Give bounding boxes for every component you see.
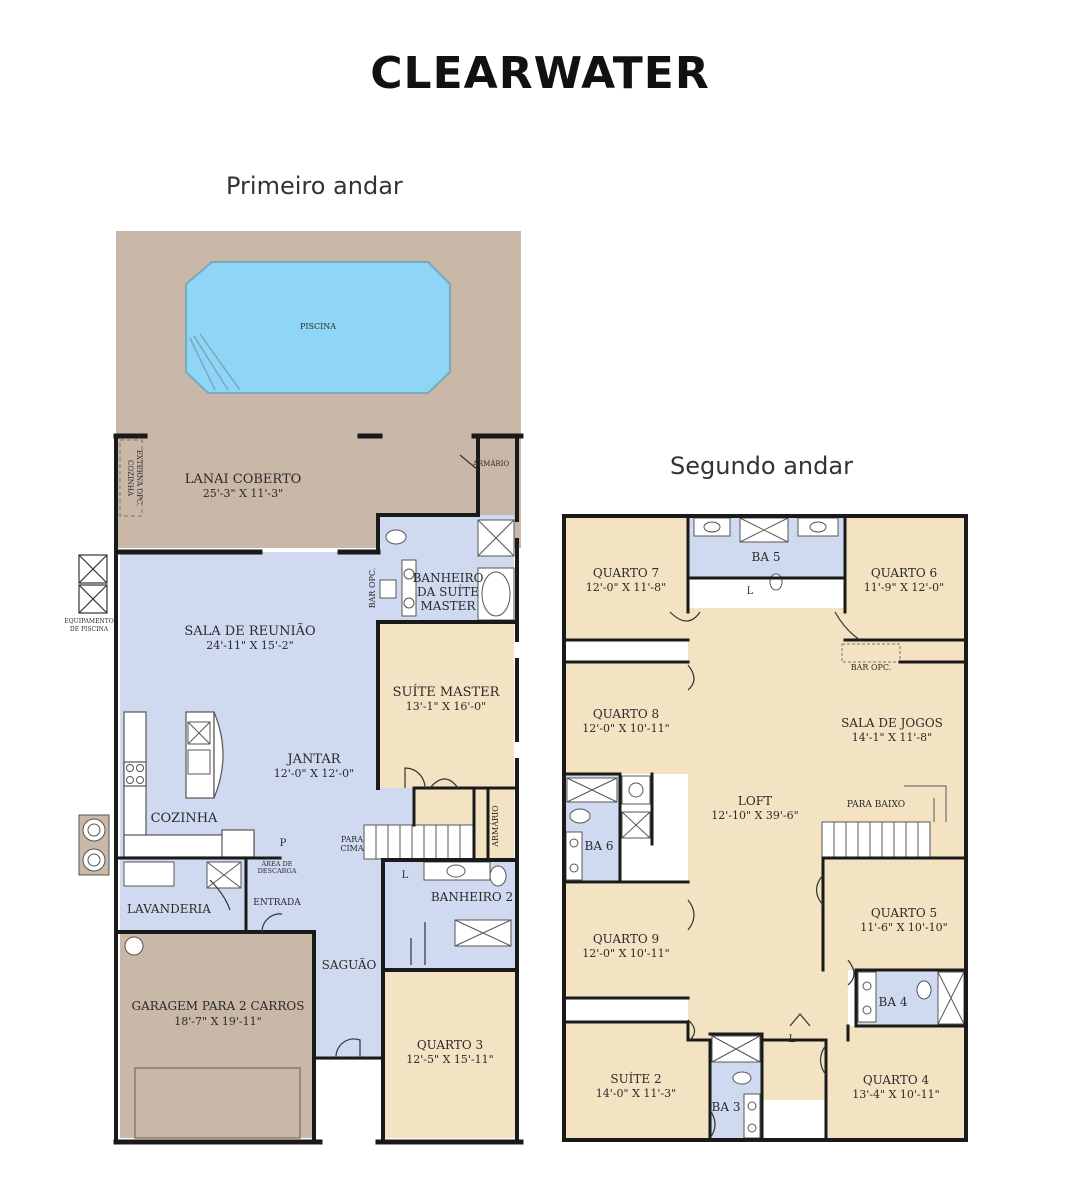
bedroom3-label: QUARTO 3 <box>417 1038 483 1052</box>
bath3-label: BA 3 <box>712 1100 741 1114</box>
dining-label: JANTAR <box>285 752 341 767</box>
lanai-dims: 25'-3" X 11'-3" <box>203 487 283 500</box>
bedroom7-dims: 12'-0" X 11'-8" <box>586 581 666 594</box>
pantry-label: P <box>280 838 287 849</box>
suite2-label: SUÍTE 2 <box>610 1071 661 1086</box>
kitchen-fixtures <box>126 721 211 784</box>
first-floor-walls <box>113 433 524 1145</box>
stairs-down-label: PARA BAIXO <box>847 800 905 810</box>
loft-label: LOFT <box>738 794 772 808</box>
linen2-label: L <box>789 1034 796 1045</box>
great-room-label: SALA DE REUNIÃO <box>184 623 315 639</box>
bedroom3-floor <box>385 970 515 1138</box>
second-floor-doors <box>669 611 861 1139</box>
first-floor-stairs <box>363 824 475 860</box>
suite2-dims: 14'-0" X 11'-3" <box>596 1087 676 1100</box>
second-floor-title: Segundo andar <box>670 452 853 480</box>
bedroom9-floor <box>564 884 688 998</box>
bedroom7-label: QUARTO 7 <box>593 566 659 580</box>
bath5-label: BA 5 <box>752 550 781 564</box>
pool-equipment <box>78 554 108 614</box>
outdoor-kitchen-area <box>119 439 143 517</box>
dining-dims: 12'-0" X 12'-0" <box>274 767 354 780</box>
bedroom6-dims: 11'-9" X 12'-0" <box>864 581 944 594</box>
bedroom8-label: QUARTO 8 <box>593 707 659 721</box>
outdoor-kitchen-label: COZINHA <box>126 460 134 497</box>
linen5-label: L <box>747 586 754 597</box>
bedroom9-label: QUARTO 9 <box>593 932 659 946</box>
foyer-label: SAGUÃO <box>322 957 377 972</box>
second-floor-walls <box>562 514 968 1142</box>
bedroom6-label: QUARTO 6 <box>871 566 937 580</box>
garage-label: GARAGEM PARA 2 CARROS <box>132 999 305 1013</box>
pool-label: PISCINA <box>300 322 336 331</box>
suite2-floor <box>564 1022 710 1140</box>
pool <box>185 261 451 394</box>
closet-label: ARMÁRIO <box>491 805 500 848</box>
drop-zone-label-2: DESCARGA <box>258 867 297 875</box>
great-room-dims: 24'-11" X 15'-2" <box>206 639 293 652</box>
drop-zone-label: ÁREA DE <box>260 859 292 868</box>
second-floor-plan <box>562 514 968 1142</box>
bedroom5-floor <box>823 858 966 970</box>
bath4-label: BA 4 <box>879 995 908 1009</box>
game-room-dims: 14'-1" X 11'-8" <box>852 731 932 744</box>
plan-title: CLEARWATER <box>370 48 710 99</box>
pool-equipment-label-2: DE PISCINA <box>70 626 109 633</box>
bedroom8-dims: 12'-0" X 10'-11" <box>582 722 669 735</box>
bath2-fixtures <box>423 861 512 947</box>
first-floor-doors <box>209 454 479 1059</box>
ac-units <box>78 814 110 876</box>
bedroom4-dims: 13'-4" X 10'-11" <box>852 1088 939 1101</box>
pool-equipment-label: EQUIPAMENTO <box>64 618 113 625</box>
hall-floor <box>762 1040 826 1100</box>
entry-label: ENTRADA <box>253 898 301 908</box>
lanai-closet-label: ARMÁRIO <box>472 459 510 468</box>
pool-steps <box>189 333 241 391</box>
bedroom4-label: QUARTO 4 <box>863 1073 930 1087</box>
laundry-label: LAVANDERIA <box>127 902 211 916</box>
second-floor-stairs <box>821 785 947 859</box>
first-floor-title: Primeiro andar <box>226 172 403 200</box>
garage-floor <box>120 934 314 1138</box>
master-bath-label-2: DA SUÍTE <box>417 584 479 599</box>
master-bath-label: BANHEIRO <box>413 571 484 585</box>
master-suite-dims: 13'-1" X 16'-0" <box>406 700 486 713</box>
bath6-label: BA 6 <box>585 839 614 853</box>
master-bath-label-3: MASTER <box>421 599 477 613</box>
bedroom3-dims: 12'-5" X 15'-11" <box>406 1053 493 1066</box>
master-suite-floor <box>378 622 514 788</box>
bar-opc-2-label: BAR OPC. <box>851 663 892 672</box>
linen-label: L <box>402 870 409 881</box>
bar-opc-2 <box>841 643 901 663</box>
bedroom8-floor <box>564 662 688 774</box>
first-floor-plan <box>78 231 524 1145</box>
outdoor-kitchen-label-2: EXTERNA OPC. <box>135 450 143 506</box>
kitchen-counters <box>123 711 255 858</box>
master-bath-fixtures <box>379 519 515 621</box>
garage-dims: 18'-7" X 19'-11" <box>174 1015 261 1028</box>
lanai-label: LANAI COBERTO <box>185 472 302 487</box>
game-room-label: SALA DE JOGOS <box>841 716 943 730</box>
bedroom6-floor <box>845 516 966 640</box>
bedroom9-dims: 12'-0" X 10'-11" <box>582 947 669 960</box>
laundry-fixtures <box>123 861 242 956</box>
bar-opc-label: BAR OPC. <box>368 568 377 609</box>
stairs-up-label: PARA <box>341 835 363 844</box>
bedroom5-dims: 11'-6" X 10'-10" <box>860 921 947 934</box>
master-suite-label: SUÍTE MASTER <box>393 684 501 700</box>
bath2-label: BANHEIRO 2 <box>431 890 513 904</box>
bedroom7-floor <box>564 516 688 640</box>
loft-dims: 12'-10" X 39'-6" <box>711 809 798 822</box>
kitchen-label: COZINHA <box>151 811 218 826</box>
bedroom4-floor <box>826 1026 966 1140</box>
bedroom5-label: QUARTO 5 <box>871 906 937 920</box>
stairs-up-label-2: CIMA <box>340 844 363 853</box>
second-floor-bath-fixtures <box>565 517 965 1139</box>
garage-door <box>134 1067 301 1139</box>
